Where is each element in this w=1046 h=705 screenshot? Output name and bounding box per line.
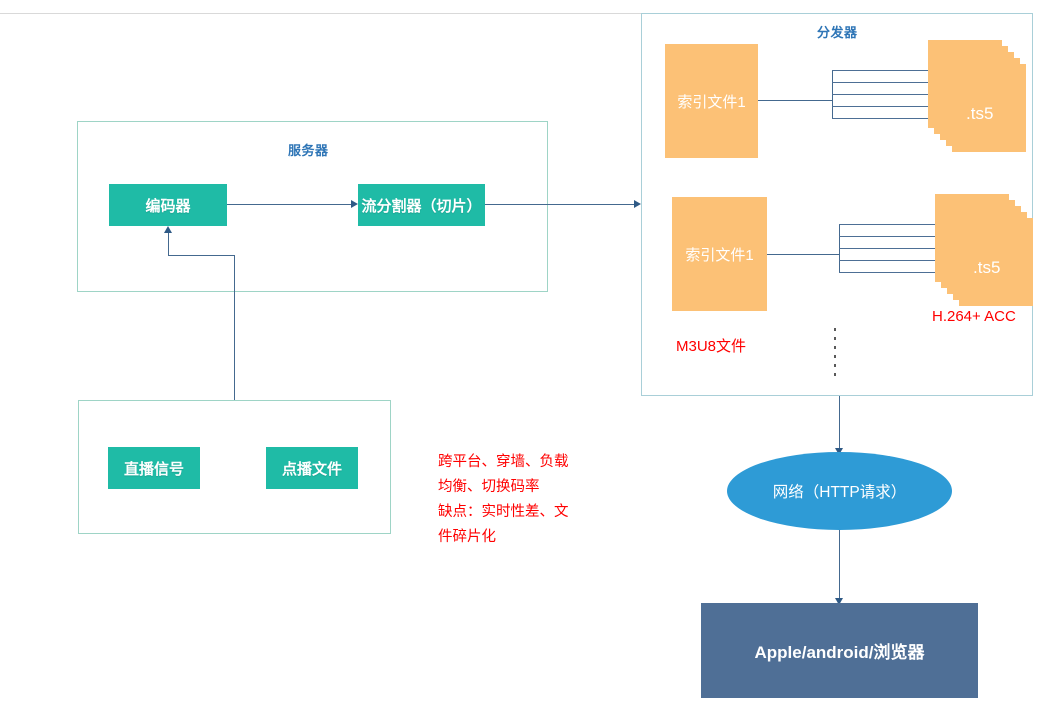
connector-source-vertical <box>234 255 235 400</box>
connector-distributor-to-network <box>839 396 840 450</box>
codec-annotation: H.264+ ACC <box>932 308 1016 325</box>
connector-source-riser <box>168 233 169 256</box>
connector-index2-to-fan <box>767 254 839 255</box>
fan-line-2-2 <box>839 236 945 237</box>
network-ellipse[interactable]: 网络（HTTP请求） <box>727 452 952 530</box>
advantages-note: 跨平台、穿墙、负载 均衡、切换码率 <box>438 454 569 495</box>
server-title: 服务器 <box>288 143 329 158</box>
vod-file-node[interactable]: 点播文件 <box>266 447 358 489</box>
ts-card-stack-1: .ts5 <box>928 40 1028 152</box>
client-devices-node[interactable]: Apple/android/浏览器 <box>701 603 978 698</box>
index-file-box-1[interactable]: 索引文件1 <box>665 44 758 158</box>
stream-splitter-node[interactable]: 流分割器（切片） <box>358 184 485 226</box>
fan-line-1-2 <box>832 82 938 83</box>
arrow-network-to-client-icon <box>835 598 843 605</box>
top-ruler-line <box>0 13 641 14</box>
distributor-title: 分发器 <box>817 25 858 40</box>
fan-line-2-5 <box>839 272 969 273</box>
ts-card <box>952 64 1026 152</box>
ts-label-2: .ts5 <box>973 258 1001 277</box>
connector-source-horizontal <box>168 255 235 256</box>
arrow-source-to-encoder-icon <box>164 226 172 233</box>
fan-line-2-3 <box>839 248 953 249</box>
fan-line-1-5 <box>832 118 962 119</box>
connector-index1-to-fan <box>758 100 832 101</box>
fan-line-2-4 <box>839 260 961 261</box>
connector-encoder-to-splitter <box>227 204 351 205</box>
encoder-node[interactable]: 编码器 <box>109 184 227 226</box>
fan-line-1-1 <box>832 70 930 71</box>
fan-line-2-1 <box>839 224 937 225</box>
connector-splitter-to-distributor <box>485 204 634 205</box>
arrow-encoder-to-splitter-icon <box>351 200 358 208</box>
arrow-splitter-to-distributor-icon <box>634 200 641 208</box>
index-file-box-2[interactable]: 索引文件1 <box>672 197 767 311</box>
distributor-container <box>641 13 1033 396</box>
ts-card <box>959 218 1033 306</box>
server-container <box>77 121 548 292</box>
ts-card-stack-2: .ts5 <box>935 194 1035 306</box>
connector-network-to-client <box>839 530 840 602</box>
fan-line-1-3 <box>832 94 946 95</box>
live-signal-node[interactable]: 直播信号 <box>108 447 200 489</box>
disadvantages-note: 缺点：实时性差、文 件碎片化 <box>438 504 569 545</box>
ts-label-1: .ts5 <box>966 104 994 123</box>
m3u8-annotation: M3U8文件 <box>676 338 747 355</box>
source-container <box>78 400 391 534</box>
vertical-ellipsis-icon <box>834 328 836 376</box>
fan-line-1-4 <box>832 106 954 107</box>
arrow-distributor-to-network-icon <box>835 448 843 455</box>
